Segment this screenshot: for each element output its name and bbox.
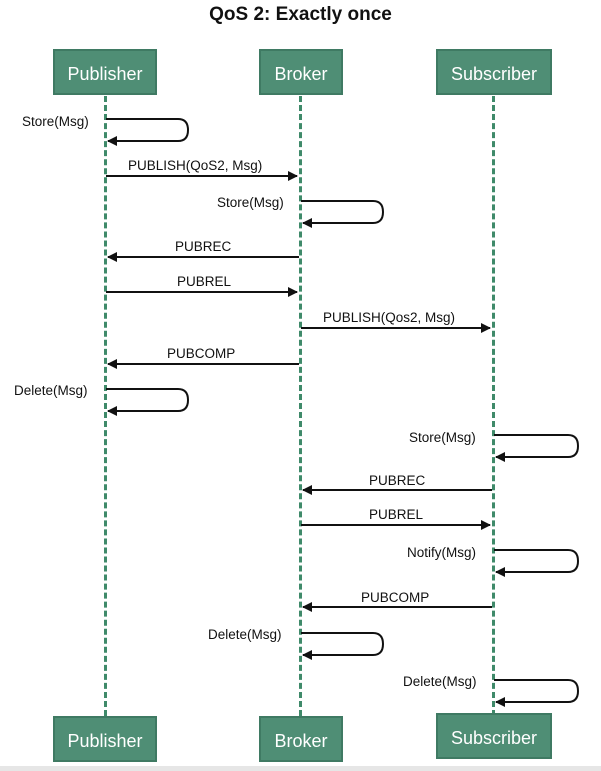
broker-box-top: Broker <box>259 49 343 95</box>
publisher-box-top: Publisher <box>53 49 157 95</box>
label-publisher-delete: Delete(Msg) <box>14 383 88 398</box>
label-publisher-store: Store(Msg) <box>22 114 89 129</box>
label-pubrel-2: PUBREL <box>369 507 424 522</box>
self-loop-broker-delete <box>301 632 385 660</box>
label-pubrec-2: PUBREC <box>369 473 426 488</box>
publisher-lifeline <box>104 96 107 716</box>
label-subscriber-notify: Notify(Msg) <box>407 545 477 560</box>
broker-lifeline <box>299 96 302 716</box>
subscriber-box-top: Subscriber <box>436 49 552 95</box>
bottom-divider <box>0 766 601 771</box>
self-loop-subscriber-delete <box>494 679 580 707</box>
label-pubrec-1: PUBREC <box>175 239 232 254</box>
label-subscriber-delete: Delete(Msg) <box>403 674 477 689</box>
label-pubrel-1: PUBREL <box>177 274 232 289</box>
self-loop-subscriber-notify <box>494 549 580 577</box>
label-broker-store: Store(Msg) <box>217 195 284 210</box>
self-loop-publisher-store <box>106 118 190 146</box>
publisher-box-bottom: Publisher <box>53 716 157 762</box>
label-pubcomp-2: PUBCOMP <box>361 590 430 605</box>
label-broker-delete: Delete(Msg) <box>208 627 282 642</box>
broker-box-bottom: Broker <box>259 716 343 762</box>
self-loop-broker-store <box>301 200 385 228</box>
label-publish-to-subscriber: PUBLISH(Qos2, Msg) <box>323 310 456 325</box>
label-publish-qos2: PUBLISH(QoS2, Msg) <box>128 158 263 173</box>
label-pubcomp-1: PUBCOMP <box>167 346 236 361</box>
label-subscriber-store: Store(Msg) <box>409 430 476 445</box>
self-loop-publisher-delete <box>106 388 190 416</box>
subscriber-box-bottom: Subscriber <box>436 713 552 759</box>
subscriber-lifeline <box>492 96 495 716</box>
self-loop-subscriber-store <box>494 434 580 462</box>
diagram-title: QoS 2: Exactly once <box>209 4 392 25</box>
